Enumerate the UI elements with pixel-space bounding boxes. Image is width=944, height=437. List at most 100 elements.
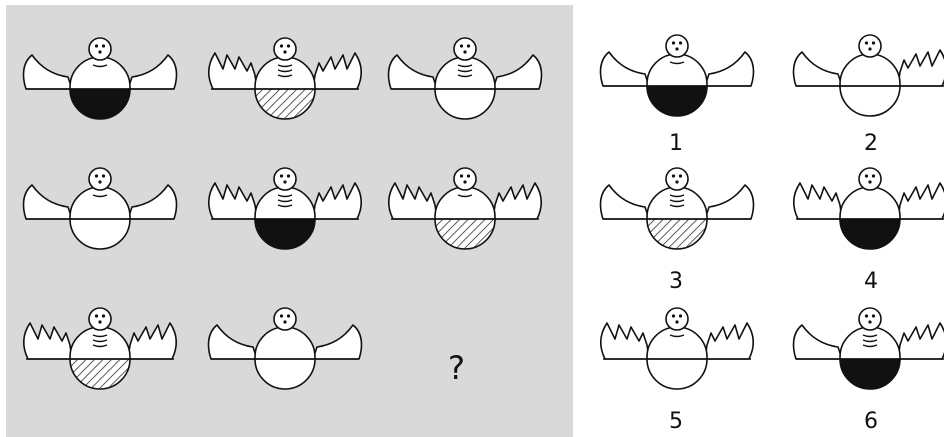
- left-eye: [672, 174, 675, 177]
- left-eye: [865, 41, 868, 44]
- grid-figure-4: [24, 168, 177, 249]
- puzzle-grid: [24, 38, 542, 389]
- option-label-2[interactable]: 2: [851, 132, 891, 156]
- grid-figure-1: [24, 38, 177, 119]
- belly-white: [70, 219, 130, 249]
- grid-figure-6: [389, 168, 542, 249]
- nose-dot: [868, 180, 871, 183]
- right-wing-plain: [128, 55, 176, 89]
- left-wing-plain: [601, 185, 649, 219]
- right-wing-zigzag: [705, 323, 753, 359]
- belly-black: [840, 219, 900, 249]
- right-wing-zigzag: [313, 53, 361, 89]
- option-label-4[interactable]: 4: [851, 270, 891, 294]
- left-eye: [280, 314, 283, 317]
- belly-white: [435, 89, 495, 119]
- left-wing-plain: [389, 55, 437, 89]
- belly-hatched: [70, 359, 130, 389]
- right-eye: [467, 44, 470, 47]
- option-figure-4: [794, 168, 944, 249]
- nose-dot: [463, 50, 466, 53]
- right-wing-plain: [705, 185, 753, 219]
- left-eye: [460, 44, 463, 47]
- nose-dot: [675, 180, 678, 183]
- left-eye: [865, 174, 868, 177]
- belly-white: [840, 86, 900, 116]
- belly-black: [255, 219, 315, 249]
- nose-dot: [283, 50, 286, 53]
- head: [859, 35, 881, 57]
- nose-dot: [675, 47, 678, 50]
- nose-dot: [98, 180, 101, 183]
- right-eye: [102, 314, 105, 317]
- nose-dot: [98, 50, 101, 53]
- question-mark: ?: [448, 350, 465, 386]
- right-wing-zigzag: [898, 183, 944, 219]
- right-wing-zigzag: [313, 183, 361, 219]
- option-label-6[interactable]: 6: [851, 410, 891, 434]
- left-eye: [280, 44, 283, 47]
- belly-hatched: [435, 219, 495, 249]
- right-eye: [679, 174, 682, 177]
- head: [89, 308, 111, 330]
- left-wing-zigzag: [24, 323, 72, 359]
- belly-black: [70, 89, 130, 119]
- head: [274, 308, 296, 330]
- grid-figure-2: [209, 38, 362, 119]
- right-eye: [679, 314, 682, 317]
- head: [274, 38, 296, 60]
- answer-options: [601, 35, 944, 389]
- right-eye: [102, 174, 105, 177]
- head: [89, 38, 111, 60]
- left-wing-zigzag: [209, 53, 257, 89]
- belly-white: [647, 359, 707, 389]
- right-eye: [872, 41, 875, 44]
- head: [454, 38, 476, 60]
- left-wing-plain: [601, 52, 649, 86]
- left-wing-plain: [24, 55, 72, 89]
- right-eye: [872, 174, 875, 177]
- option-figure-1: [601, 35, 754, 116]
- option-label-1[interactable]: 1: [656, 132, 696, 156]
- left-eye: [280, 174, 283, 177]
- option-figure-6: [794, 308, 944, 389]
- option-figure-5: [601, 308, 754, 389]
- head: [859, 168, 881, 190]
- belly-hatched: [255, 89, 315, 119]
- left-eye: [95, 44, 98, 47]
- belly-black: [840, 359, 900, 389]
- head: [666, 35, 688, 57]
- left-eye: [95, 314, 98, 317]
- head: [454, 168, 476, 190]
- belly-hatched: [647, 219, 707, 249]
- left-wing-plain: [794, 325, 842, 359]
- head: [89, 168, 111, 190]
- option-figure-3: [601, 168, 754, 249]
- left-wing-plain: [24, 185, 72, 219]
- left-wing-zigzag: [794, 183, 842, 219]
- head: [859, 308, 881, 330]
- left-wing-zigzag: [209, 183, 257, 219]
- option-label-3[interactable]: 3: [656, 270, 696, 294]
- left-eye: [672, 314, 675, 317]
- right-wing-plain: [313, 325, 361, 359]
- left-eye: [672, 41, 675, 44]
- right-eye: [102, 44, 105, 47]
- left-wing-zigzag: [389, 183, 437, 219]
- right-wing-zigzag: [128, 323, 176, 359]
- grid-figure-8: [209, 308, 362, 389]
- left-eye: [865, 314, 868, 317]
- nose-dot: [868, 47, 871, 50]
- grid-figure-3: [389, 38, 542, 119]
- nose-dot: [283, 180, 286, 183]
- left-eye: [460, 174, 463, 177]
- right-wing-zigzag: [898, 323, 944, 359]
- nose-dot: [283, 320, 286, 323]
- right-wing-plain: [705, 52, 753, 86]
- nose-dot: [463, 180, 466, 183]
- option-label-5[interactable]: 5: [656, 410, 696, 434]
- right-wing-zigzag: [493, 183, 541, 219]
- right-eye: [287, 44, 290, 47]
- belly-black: [647, 86, 707, 116]
- option-figure-2: [794, 35, 944, 116]
